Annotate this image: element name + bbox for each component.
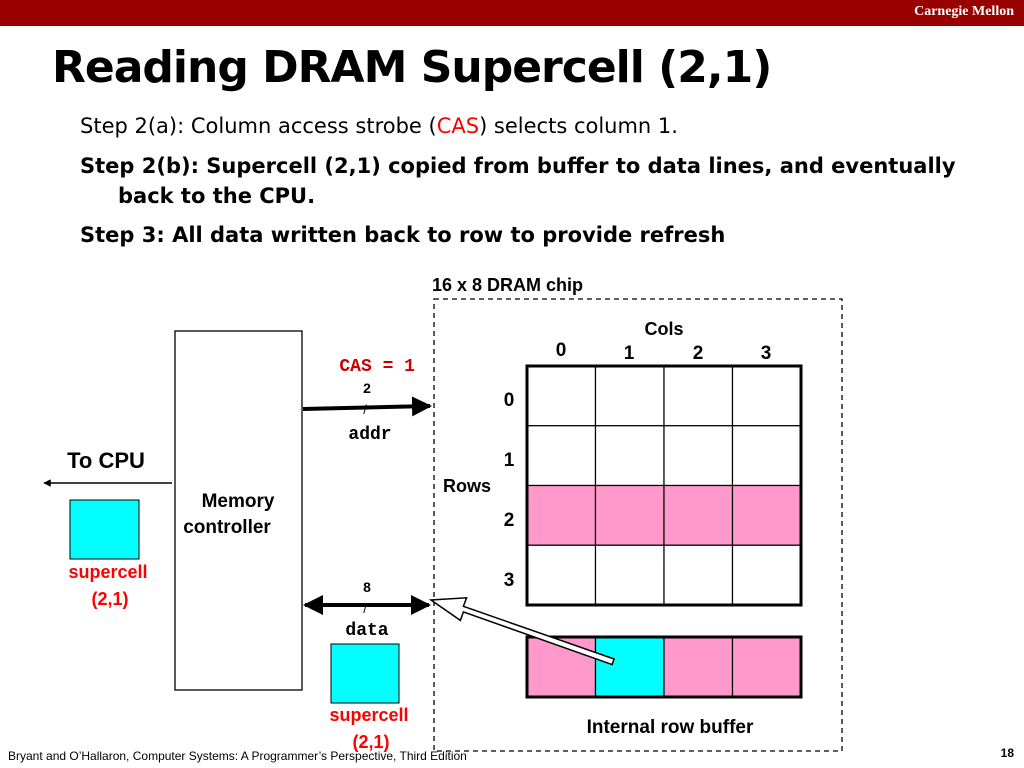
bus-supercell-label-line2: (2,1) bbox=[352, 732, 389, 752]
dram-array-grid bbox=[526, 365, 802, 606]
bullet-step-2b: Step 2(b): Supercell (2,1) copied from b… bbox=[80, 152, 960, 212]
buffer-cell-c3 bbox=[731, 636, 802, 698]
bus-supercell-box bbox=[330, 643, 400, 704]
bus-supercell-label-line1: supercell bbox=[329, 705, 408, 725]
cols-label: Cols bbox=[644, 319, 683, 339]
rows-label: Rows bbox=[443, 476, 491, 496]
bullet-list: Step 2(a): Column access strobe (CAS) se… bbox=[80, 112, 960, 261]
array-cell-r1-c0 bbox=[526, 425, 597, 487]
cas-signal-label: CAS = 1 bbox=[339, 357, 415, 377]
col-index-0: 0 bbox=[556, 340, 567, 361]
data-bus-slash: / bbox=[363, 601, 367, 616]
buffer-cell-c2 bbox=[663, 636, 734, 698]
page-number: 18 bbox=[1000, 746, 1014, 760]
row-index-0: 0 bbox=[504, 390, 515, 411]
data-width-label: 8 bbox=[363, 579, 371, 595]
row-index-3: 3 bbox=[504, 570, 515, 591]
step-2a-suffix: ) selects column 1. bbox=[479, 114, 678, 138]
array-cell-r0-c1 bbox=[594, 365, 665, 427]
bullet-step-2a: Step 2(a): Column access strobe (CAS) se… bbox=[80, 112, 960, 142]
cpu-supercell-label-line2: (2,1) bbox=[91, 589, 128, 609]
addr-bus-arrow bbox=[302, 396, 432, 417]
dram-chip-boundary bbox=[433, 298, 843, 752]
array-cell-r3-c1 bbox=[594, 544, 665, 606]
row-indices: 0 1 2 3 bbox=[504, 390, 515, 591]
internal-row-buffer bbox=[526, 636, 802, 698]
array-cell-r2-c3 bbox=[731, 484, 802, 546]
array-cell-r1-c2 bbox=[663, 425, 734, 487]
addr-bus-slash: / bbox=[363, 402, 367, 417]
bullet-step-3: Step 3: All data written back to row to … bbox=[80, 221, 960, 251]
array-cell-r0-c0 bbox=[526, 365, 597, 427]
array-cell-r3-c3 bbox=[731, 544, 802, 606]
addr-bus-label: addr bbox=[348, 425, 391, 445]
cpu-supercell-label-line1: supercell bbox=[68, 562, 147, 582]
row-buffer-label: Internal row buffer bbox=[587, 717, 754, 738]
array-cell-r2-c0 bbox=[526, 484, 597, 546]
memory-controller-label-line2: controller bbox=[183, 517, 271, 538]
memory-controller-label-line1: Memory bbox=[202, 491, 275, 512]
data-bus-label: data bbox=[345, 621, 388, 641]
cas-highlight: CAS bbox=[436, 114, 480, 138]
step-2b-line1: Step 2(b): Supercell (2,1) copied from b… bbox=[80, 153, 956, 178]
dram-array-border bbox=[525, 364, 803, 607]
block-arrow-buffer-to-data bbox=[428, 596, 616, 666]
buffer-cell-c1 bbox=[594, 636, 665, 698]
array-cell-r0-c2 bbox=[663, 365, 734, 427]
array-cell-r0-c3 bbox=[731, 365, 802, 427]
step-2b-line2: back to the CPU. bbox=[118, 183, 316, 208]
step-3-text: Step 3: All data written back to row to … bbox=[80, 223, 726, 248]
array-cell-r2-c1 bbox=[594, 484, 665, 546]
row-index-2: 2 bbox=[504, 510, 515, 531]
array-cell-r3-c0 bbox=[526, 544, 597, 606]
chip-label: 16 x 8 DRAM chip bbox=[432, 275, 583, 295]
array-cell-r2-c2 bbox=[663, 484, 734, 546]
slide-title: Reading DRAM Supercell (2,1) bbox=[52, 42, 772, 93]
col-index-1: 1 bbox=[624, 343, 635, 364]
footer-citation: Bryant and O’Hallaron, Computer Systems:… bbox=[8, 749, 467, 763]
col-indices: 0 1 2 3 bbox=[556, 340, 772, 364]
step-2a-prefix: Step 2(a): Column access strobe ( bbox=[80, 114, 437, 138]
brand-text: Carnegie Mellon bbox=[914, 4, 1014, 19]
memory-controller-box bbox=[174, 330, 303, 691]
to-cpu-label: To CPU bbox=[67, 448, 145, 473]
row-index-1: 1 bbox=[504, 450, 515, 471]
array-cell-r3-c2 bbox=[663, 544, 734, 606]
col-index-3: 3 bbox=[761, 343, 772, 364]
addr-width-label: 2 bbox=[363, 380, 371, 396]
array-cell-r1-c3 bbox=[731, 425, 802, 487]
cpu-supercell-box bbox=[69, 499, 140, 560]
array-cell-r1-c1 bbox=[594, 425, 665, 487]
col-index-2: 2 bbox=[693, 343, 704, 364]
header-bar: Carnegie Mellon bbox=[0, 0, 1024, 26]
row-buffer-border bbox=[525, 635, 803, 699]
